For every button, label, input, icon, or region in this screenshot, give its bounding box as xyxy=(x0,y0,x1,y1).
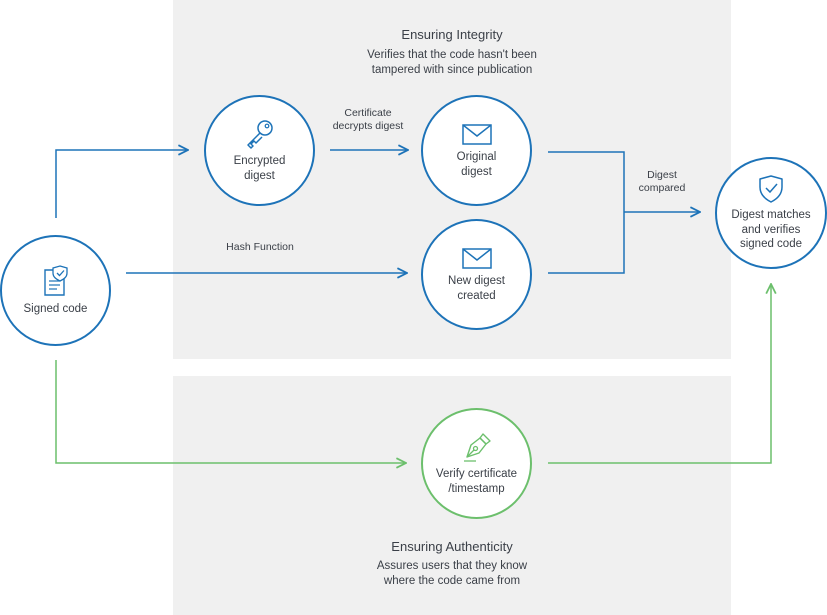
node-digest-matches-label: Digest matches and verifies signed code xyxy=(731,209,811,251)
signed-document-icon xyxy=(43,265,68,296)
node-encrypted-digest-label: Encrypted digest xyxy=(233,155,286,182)
integrity-title: Ensuring Integrity xyxy=(401,27,503,42)
edge-label-digest-compared: Digest compared xyxy=(638,169,686,194)
fountain-pen-icon xyxy=(463,433,491,462)
key-icon xyxy=(246,120,273,149)
node-signed-code-label: Signed code xyxy=(23,303,88,316)
edge-label-certificate-decrypts: Certificate decrypts digest xyxy=(332,107,404,132)
envelope-icon xyxy=(461,248,492,269)
node-verify-certificate: Verify certificate /timestamp xyxy=(421,408,532,519)
node-encrypted-digest: Encrypted digest xyxy=(204,95,315,206)
edge-verify-to-matches xyxy=(548,284,771,464)
authenticity-description: Assures users that they know where the c… xyxy=(376,560,528,587)
shield-check-icon xyxy=(759,175,783,203)
node-new-digest: New digest created xyxy=(421,219,532,330)
node-signed-code: Signed code xyxy=(0,235,111,346)
node-original-digest-label: Original digest xyxy=(456,151,497,178)
node-original-digest: Original digest xyxy=(421,95,532,206)
edge-original-to-merge xyxy=(548,151,625,274)
integrity-description: Verifies that the code hasn't been tampe… xyxy=(367,49,537,76)
envelope-icon xyxy=(461,124,492,145)
node-digest-matches: Digest matches and verifies signed code xyxy=(715,157,827,269)
authenticity-title: Ensuring Authenticity xyxy=(391,539,513,554)
node-verify-certificate-label: Verify certificate /timestamp xyxy=(435,468,518,495)
node-new-digest-label: New digest created xyxy=(448,275,505,302)
edge-signed-to-verify xyxy=(55,360,406,463)
edge-signed-to-encrypted xyxy=(55,150,188,218)
edge-label-hash-function: Hash Function xyxy=(226,241,294,253)
